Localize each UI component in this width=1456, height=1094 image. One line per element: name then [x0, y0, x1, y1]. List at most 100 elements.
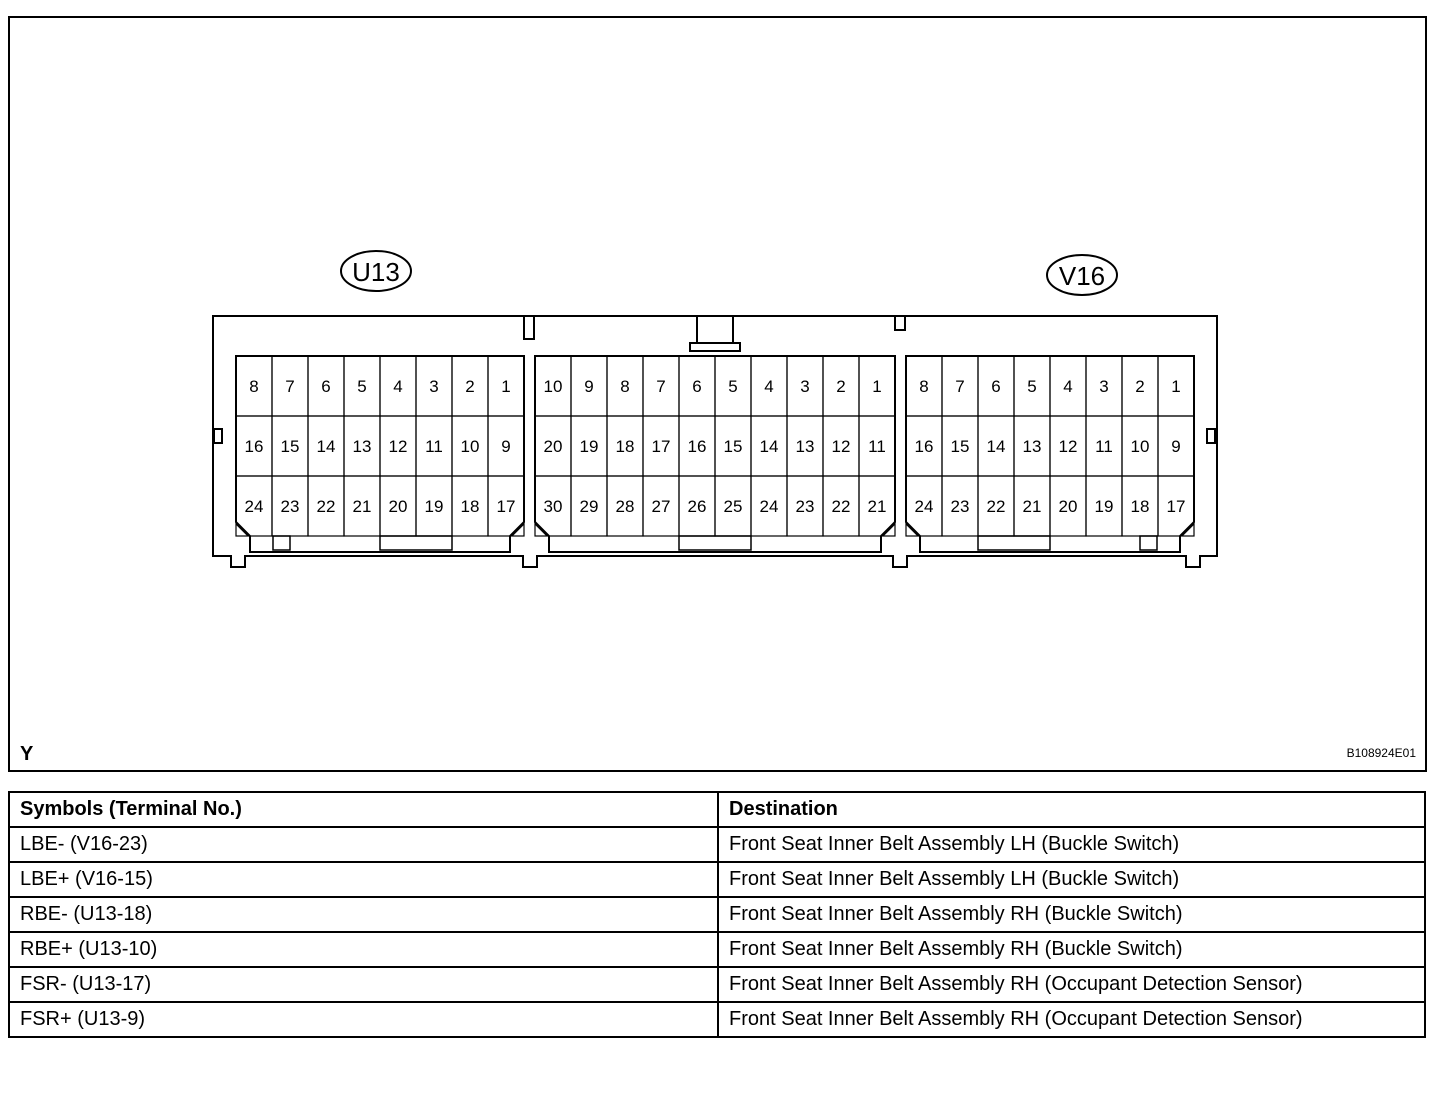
- pin-label: 24: [760, 497, 779, 516]
- chamfer-line: [235, 523, 249, 537]
- pin-label: 22: [832, 497, 851, 516]
- pin-label: 20: [1059, 497, 1078, 516]
- pin-label: 3: [1099, 377, 1108, 396]
- table-header-row: Symbols (Terminal No.) Destination: [8, 791, 1426, 828]
- pin-label: 18: [1131, 497, 1150, 516]
- cell-destination: Front Seat Inner Belt Assembly RH (Occup…: [717, 966, 1426, 1003]
- pin-label: 12: [832, 437, 851, 456]
- pin-label: 16: [245, 437, 264, 456]
- pin-label: 28: [616, 497, 635, 516]
- connector-housing: [212, 250, 1218, 568]
- pin-label: 24: [245, 497, 264, 516]
- pin-label: 17: [497, 497, 516, 516]
- cell-symbol: RBE- (U13-18): [8, 896, 719, 933]
- pin-label: 21: [1023, 497, 1042, 516]
- cell-destination: Front Seat Inner Belt Assembly LH (Buckl…: [717, 861, 1426, 898]
- pin-label: 8: [919, 377, 928, 396]
- pin-label: 6: [991, 377, 1000, 396]
- pin-label: 29: [580, 497, 599, 516]
- cell-symbol: LBE+ (V16-15): [8, 861, 719, 898]
- pin-label: 4: [1063, 377, 1072, 396]
- pin-label: 8: [620, 377, 629, 396]
- chamfer-line: [511, 523, 525, 537]
- pin-label: 4: [393, 377, 402, 396]
- pin-label: 20: [544, 437, 563, 456]
- pin-label: 22: [317, 497, 336, 516]
- cell-destination: Front Seat Inner Belt Assembly RH (Occup…: [717, 1001, 1426, 1038]
- chamfer-line: [1181, 523, 1195, 537]
- pin-label: 21: [868, 497, 887, 516]
- header-destination: Destination: [717, 791, 1426, 828]
- pin-label: 19: [580, 437, 599, 456]
- chamfer-line: [905, 523, 919, 537]
- pin-label: 3: [800, 377, 809, 396]
- key-tab: [379, 535, 453, 551]
- diagram-frame: [8, 16, 1427, 772]
- pin-label: 26: [688, 497, 707, 516]
- pin-label: 6: [692, 377, 701, 396]
- pin-label: 10: [461, 437, 480, 456]
- cell-symbol: LBE- (V16-23): [8, 826, 719, 863]
- pin-cell: [858, 475, 896, 537]
- pin-label: 14: [317, 437, 336, 456]
- pin-cell: [487, 475, 525, 537]
- chamfer-line: [534, 523, 548, 537]
- pin-label: 19: [1095, 497, 1114, 516]
- connector-label-u13: U13: [352, 257, 400, 287]
- table-row: RBE- (U13-18) Front Seat Inner Belt Asse…: [8, 896, 1426, 933]
- pin-label: 13: [353, 437, 372, 456]
- key-tab: [272, 535, 291, 551]
- pin-label: 15: [951, 437, 970, 456]
- terminal-table: Symbols (Terminal No.) Destination LBE- …: [8, 791, 1426, 1038]
- pin-label: 14: [760, 437, 779, 456]
- table-row: FSR+ (U13-9) Front Seat Inner Belt Assem…: [8, 1001, 1426, 1038]
- cell-destination: Front Seat Inner Belt Assembly LH (Buckl…: [717, 826, 1426, 863]
- cell-destination: Front Seat Inner Belt Assembly RH (Buckl…: [717, 931, 1426, 968]
- pin-label: 11: [1095, 437, 1113, 456]
- pin-label: 23: [281, 497, 300, 516]
- pin-label: 22: [987, 497, 1006, 516]
- pin-label: 16: [688, 437, 707, 456]
- pin-label: 2: [1135, 377, 1144, 396]
- pin-label: 3: [429, 377, 438, 396]
- pin-label: 17: [1167, 497, 1186, 516]
- pin-label: 9: [1171, 437, 1180, 456]
- pin-label: 13: [796, 437, 815, 456]
- table-row: RBE+ (U13-10) Front Seat Inner Belt Asse…: [8, 931, 1426, 968]
- pin-label: 7: [656, 377, 665, 396]
- pin-label: 27: [652, 497, 671, 516]
- key-tab: [977, 535, 1051, 551]
- key-tab: [678, 535, 752, 551]
- pin-label: 25: [724, 497, 743, 516]
- pin-label: 8: [249, 377, 258, 396]
- pin-label: 1: [872, 377, 881, 396]
- pin-label: 16: [915, 437, 934, 456]
- pin-label: 23: [951, 497, 970, 516]
- pin-label: 2: [465, 377, 474, 396]
- pin-label: 18: [461, 497, 480, 516]
- pin-label: 5: [728, 377, 737, 396]
- connector-label-v16: V16: [1059, 261, 1105, 291]
- pin-label: 24: [915, 497, 934, 516]
- pin-label: 30: [544, 497, 563, 516]
- pin-label: 12: [389, 437, 408, 456]
- pin-label: 5: [1027, 377, 1036, 396]
- pin-label: 18: [616, 437, 635, 456]
- pin-label: 15: [724, 437, 743, 456]
- pin-label: 23: [796, 497, 815, 516]
- pin-label: 12: [1059, 437, 1078, 456]
- pin-label: 5: [357, 377, 366, 396]
- pin-label: 7: [955, 377, 964, 396]
- cell-symbol: RBE+ (U13-10): [8, 931, 719, 968]
- pin-label: 1: [1171, 377, 1180, 396]
- pin-cell: [1157, 475, 1195, 537]
- cell-symbol: FSR+ (U13-9): [8, 1001, 719, 1038]
- table-row: LBE+ (V16-15) Front Seat Inner Belt Asse…: [8, 861, 1426, 898]
- pin-label: 11: [868, 437, 886, 456]
- pin-label: 15: [281, 437, 300, 456]
